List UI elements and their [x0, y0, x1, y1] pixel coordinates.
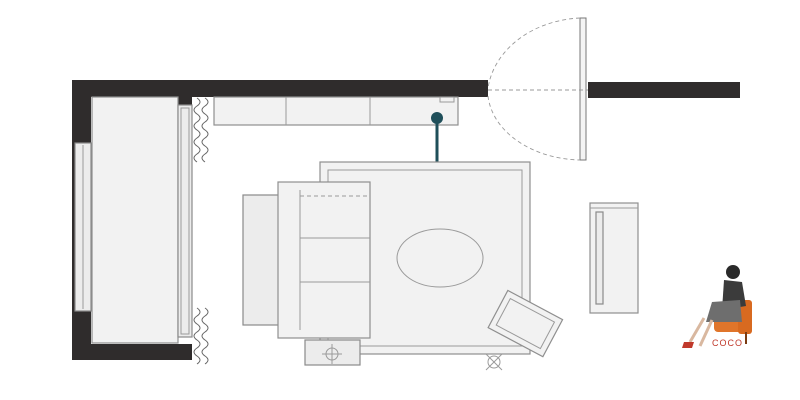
top-cabinet — [213, 96, 459, 126]
logo-figure-leg-2 — [698, 319, 714, 347]
curtain-bottom — [193, 307, 209, 365]
wall-top — [72, 80, 488, 97]
wall-bottom — [72, 344, 192, 360]
logo-figure-leg-1 — [688, 317, 706, 343]
logo-chair-back — [738, 300, 752, 334]
door — [487, 17, 588, 161]
door-leaf — [579, 17, 587, 161]
curtain-top — [193, 97, 209, 163]
armchair — [487, 289, 564, 358]
cable-outlet — [431, 112, 443, 124]
side-table — [304, 339, 361, 366]
top-cabinet-socket — [439, 96, 455, 103]
right-cabinet-strip — [595, 211, 604, 305]
logo-figure-skirt — [706, 300, 742, 322]
curtains — [193, 97, 209, 365]
logo-text: COCO — [712, 338, 743, 348]
door-swing-arc — [487, 17, 581, 89]
wall-top-right — [588, 82, 740, 98]
floor-lamp-line-2 — [485, 353, 503, 371]
armchair-body — [487, 289, 564, 358]
window-frame — [177, 104, 193, 338]
armchair-seat — [495, 297, 556, 350]
wall-column — [176, 96, 192, 106]
left-cabinet — [74, 96, 193, 344]
coffee-table — [396, 228, 484, 288]
door-swing-arc-lower — [487, 95, 581, 161]
sofa-seat — [277, 181, 371, 339]
logo-figure-head — [726, 265, 740, 279]
top-cabinet-body — [213, 96, 459, 126]
cabinet-body — [91, 96, 179, 344]
coco-logo: COCO — [682, 265, 752, 348]
logo-figure-shoe — [682, 342, 694, 348]
right-cabinet — [589, 202, 639, 314]
window-glass — [180, 107, 190, 335]
floor-lamp-symbol — [485, 353, 503, 371]
sofa — [242, 181, 371, 339]
floor-lamp-ring — [487, 355, 501, 369]
